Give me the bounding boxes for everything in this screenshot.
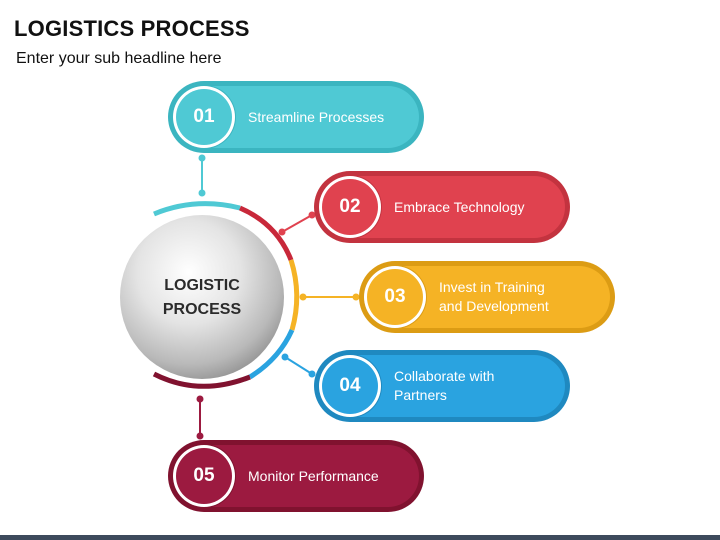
step-05[interactable]: 05 Monitor Performance [168,440,424,512]
step-04-line1: Collaborate with [394,368,495,384]
step-01-line1: Streamline Processes [248,108,385,125]
step-03-line2: and Development [439,298,549,314]
step-02-line1: Embrace Technology [394,198,525,215]
connector-dot-04 [281,353,289,361]
slide-title: LOGISTICS PROCESS [14,16,250,41]
ring-segment-04 [248,328,295,380]
step-01-number: 01 [176,89,232,145]
center-label: LOGISTIC PROCESS [127,274,277,322]
connector-dot-01b [198,189,206,197]
center-label-line2: PROCESS [162,301,242,318]
ring-segment-02 [238,205,294,261]
connector-04 [284,356,313,375]
step-02[interactable]: 02 Embrace Technology [314,171,570,243]
step-02-text: Embrace Technology [394,171,554,243]
step-02-number: 02 [322,179,378,235]
step-05-number: 05 [176,448,232,504]
connector-dot-02 [278,228,286,236]
connector-dot-03 [299,293,307,301]
bottom-bar [0,535,720,540]
step-04-number: 04 [322,358,378,414]
step-05-line1: Monitor Performance [248,467,379,484]
connector-02 [281,214,313,233]
step-01-text: Streamline Processes [248,81,408,153]
connector-dot-01 [198,154,206,162]
step-05-text: Monitor Performance [248,440,408,512]
step-04-text: Collaborate with Partners [394,350,554,422]
step-01[interactable]: 01 Streamline Processes [168,81,424,153]
step-04-number-badge: 04 [319,355,381,417]
connectors [196,154,360,440]
slide-subtitle: Enter your sub headline here [16,50,222,67]
step-05-number-badge: 05 [173,445,235,507]
ring-segment-05 [152,371,251,389]
connector-dot-02b [308,211,316,219]
step-03-line1: Invest in Training [439,279,545,295]
outer-ring [152,201,300,389]
step-03-number: 03 [367,269,423,325]
connector-dot-05 [196,395,204,403]
step-02-number-badge: 02 [319,176,381,238]
connector-dot-03b [352,293,360,301]
step-04-line2: Partners [394,387,447,403]
step-03-number-badge: 03 [364,266,426,328]
center-label-line1: LOGISTIC [164,277,240,294]
connector-dot-05b [196,432,204,440]
ring-segment-01 [153,201,241,217]
step-03[interactable]: 03 Invest in Training and Development [359,261,615,333]
ring-segment-03 [288,259,300,331]
step-04[interactable]: 04 Collaborate with Partners [314,350,570,422]
step-03-text: Invest in Training and Development [439,261,599,333]
center-sphere [120,215,284,379]
step-01-number-badge: 01 [173,86,235,148]
connector-dot-04b [308,370,316,378]
